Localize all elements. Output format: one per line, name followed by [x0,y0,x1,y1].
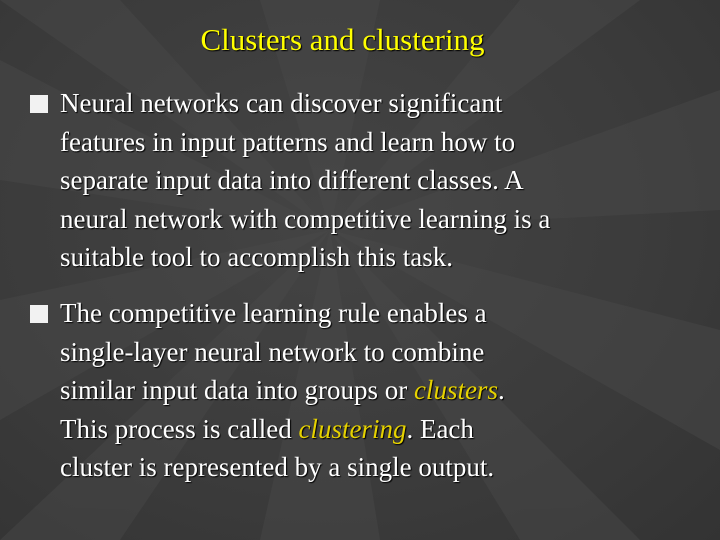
bullet-1-line: suitable tool to accomplish this task. [60,242,453,272]
bullet-1-line: Neural networks can discover significant [60,88,503,118]
bullet-point-2: The competitive learning rule enables a … [30,294,670,487]
bullet-2-line: The competitive learning rule enables a [60,298,487,328]
slide-title: Clusters and clustering [200,22,485,57]
bullet-1-line: neural network with competitive learning… [60,203,551,234]
bullet-2-line: similar input data into groups or cluste… [30,371,670,410]
bullet-1-line: separate input data into different class… [60,165,524,195]
bullet-point-1: Neural networks can discover significant… [30,84,670,277]
highlighted-term-clusters: clusters [413,375,498,405]
bullet-2-text: similar input data into groups or [60,375,414,405]
bullet-2-line: cluster is represented by a single outpu… [60,452,495,482]
square-bullet-icon [30,95,48,113]
square-bullet-icon [30,305,48,323]
bullet-2-line: single-layer neural network to combine [60,336,485,367]
highlighted-term-clustering: clustering [298,413,407,444]
bullet-1-line: features in input patterns and learn how… [60,126,516,157]
bullet-2-text: . Each [406,413,474,444]
bullet-2-text: This process is called [60,413,299,444]
bullet-2-line: This process is called clustering. Each [30,410,670,449]
bullet-2-text: . [497,375,505,405]
